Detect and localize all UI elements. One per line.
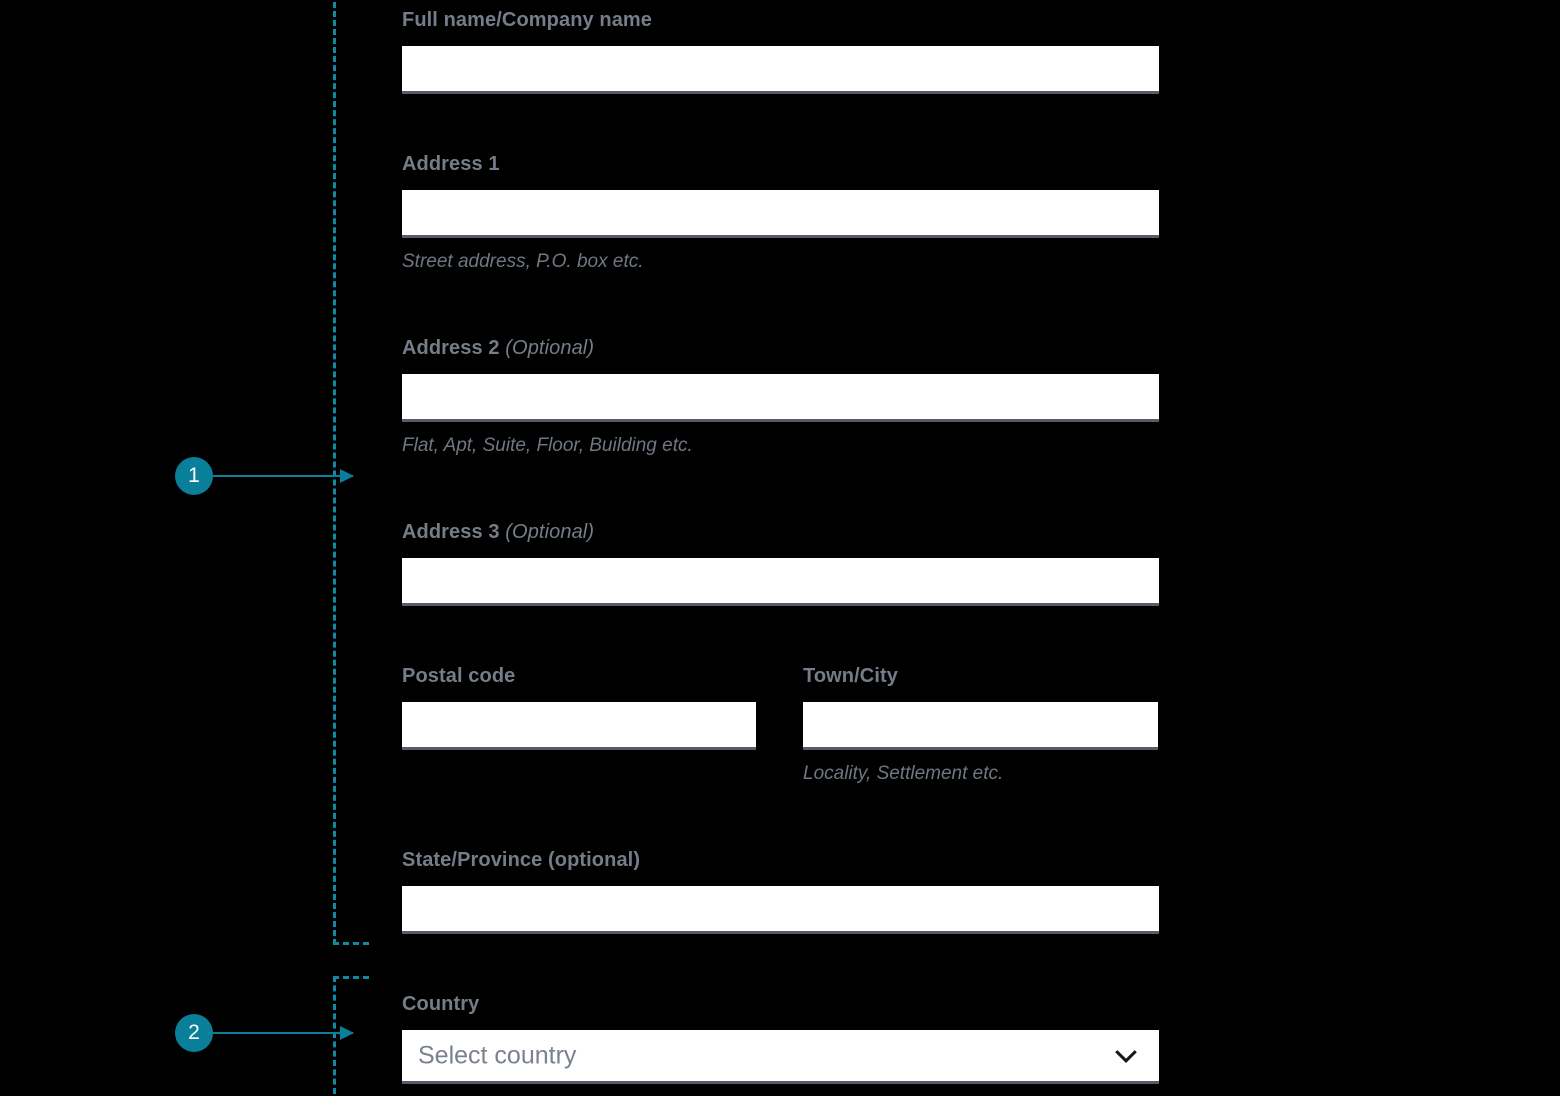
- field-country: Country Select country: [402, 992, 1159, 1084]
- country-select[interactable]: Select country: [402, 1030, 1159, 1084]
- full-name-label: Full name/Company name: [402, 9, 653, 31]
- chevron-down-icon: [1115, 1049, 1137, 1063]
- field-state-province: State/Province (optional): [402, 848, 1159, 934]
- field-address-2: Address 2 (Optional) Flat, Apt, Suite, F…: [402, 336, 1159, 458]
- callout-marker-1: 1: [175, 457, 353, 495]
- address-2-label: Address 2 (Optional): [402, 336, 1159, 360]
- callout-marker-2: 2: [175, 1014, 353, 1052]
- address-1-input[interactable]: [402, 190, 1159, 238]
- address-3-label-text: Address 3: [402, 521, 500, 543]
- country-select-value: Select country: [418, 1041, 577, 1069]
- field-address-1: Address 1 Street address, P.O. box etc.: [402, 152, 1159, 274]
- field-full-name: Full name/Company name: [402, 8, 1159, 94]
- callout-badge-1: 1: [175, 457, 213, 495]
- town-city-label: Town/City: [803, 665, 898, 687]
- address-3-input[interactable]: [402, 558, 1159, 606]
- callout-arrow-1: [213, 475, 353, 477]
- field-address-3: Address 3 (Optional): [402, 520, 1159, 606]
- postal-code-input[interactable]: [402, 702, 756, 750]
- address-1-hint: Street address, P.O. box etc.: [402, 251, 644, 272]
- town-city-hint: Locality, Settlement etc.: [803, 763, 1004, 784]
- callout-badge-2: 2: [175, 1014, 213, 1052]
- postal-code-label: Postal code: [402, 665, 516, 687]
- callout-arrow-2: [213, 1032, 353, 1034]
- address-2-input[interactable]: [402, 374, 1159, 422]
- field-postal-code: Postal code: [402, 664, 756, 750]
- state-province-input[interactable]: [402, 886, 1159, 934]
- full-name-input[interactable]: [402, 46, 1159, 94]
- address-3-label: Address 3 (Optional): [402, 520, 1159, 544]
- address-2-hint: Flat, Apt, Suite, Floor, Building etc.: [402, 435, 693, 456]
- town-city-input[interactable]: [803, 702, 1158, 750]
- country-label: Country: [402, 993, 480, 1015]
- address-2-label-text: Address 2: [402, 337, 500, 359]
- state-province-label: State/Province (optional): [402, 849, 641, 871]
- address-1-label: Address 1: [402, 153, 500, 175]
- field-town-city: Town/City Locality, Settlement etc.: [803, 664, 1158, 786]
- address-2-label-optional: (Optional): [505, 337, 595, 359]
- address-3-label-optional: (Optional): [505, 521, 595, 543]
